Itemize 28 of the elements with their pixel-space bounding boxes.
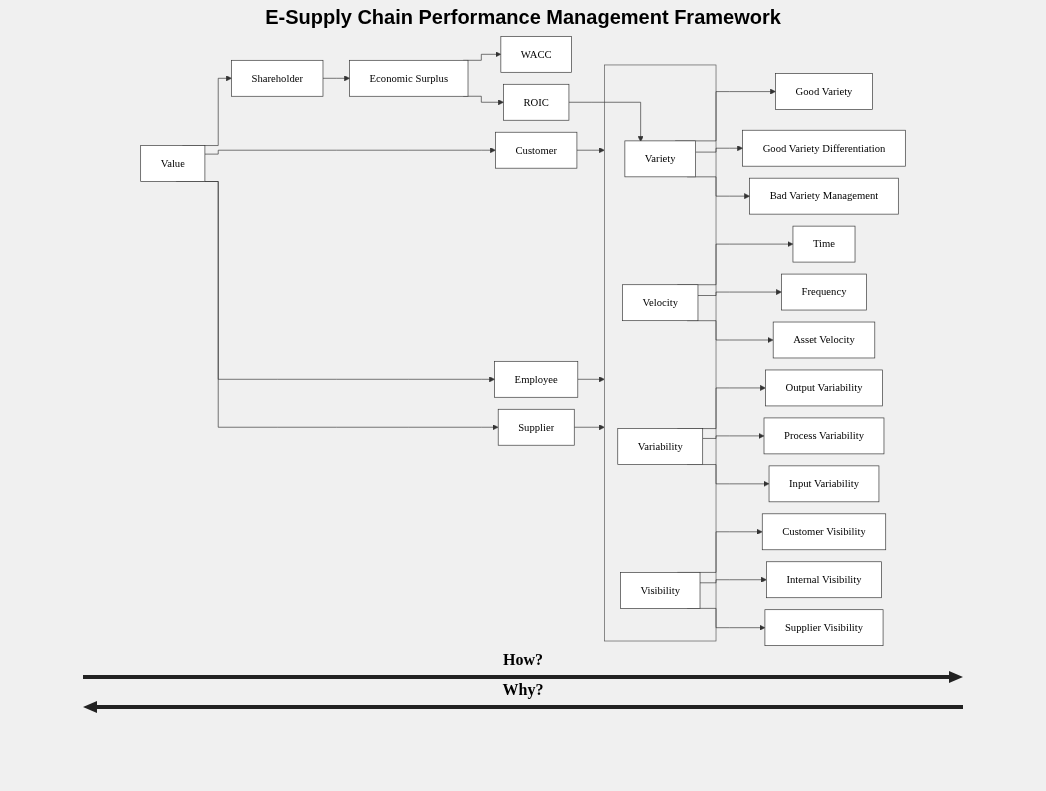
node-box: Customer: [495, 131, 578, 169]
node-box: Value: [140, 145, 206, 182]
direction-label: Why?: [502, 681, 544, 699]
node-box: Employee: [494, 360, 579, 398]
node-box: Customer Visibility: [761, 513, 887, 551]
node-box: Variability: [617, 428, 704, 465]
node-box: Process Variability: [763, 417, 885, 455]
node-box: Bad Variety Management: [749, 177, 899, 215]
node-box: Asset Velocity: [772, 321, 876, 359]
node-box: WACC: [500, 36, 572, 73]
node-box: Variety: [624, 140, 696, 178]
node-box: Input Variability: [768, 465, 880, 503]
node-box: Internal Visibility: [766, 561, 882, 599]
node-box: Good Variety Differentiation: [742, 129, 906, 167]
node-box: Velocity: [622, 284, 699, 322]
node-box: Supplier Visibility: [764, 609, 884, 646]
node-box: Shareholder: [231, 59, 324, 97]
diagram-title: E-Supply Chain Performance Management Framework: [264, 6, 782, 29]
node-box: Output Variability: [765, 369, 883, 407]
node-box: Time: [792, 225, 856, 263]
node-box: Supplier: [497, 408, 575, 446]
node-box: Visibility: [620, 572, 701, 609]
node-box: Frequency: [781, 273, 867, 311]
cluster: [604, 64, 717, 642]
direction-label: How?: [503, 651, 543, 669]
node-box: Economic Surplus: [349, 59, 469, 97]
node-box: ROIC: [503, 83, 570, 121]
node-box: Good Variety: [775, 73, 873, 110]
